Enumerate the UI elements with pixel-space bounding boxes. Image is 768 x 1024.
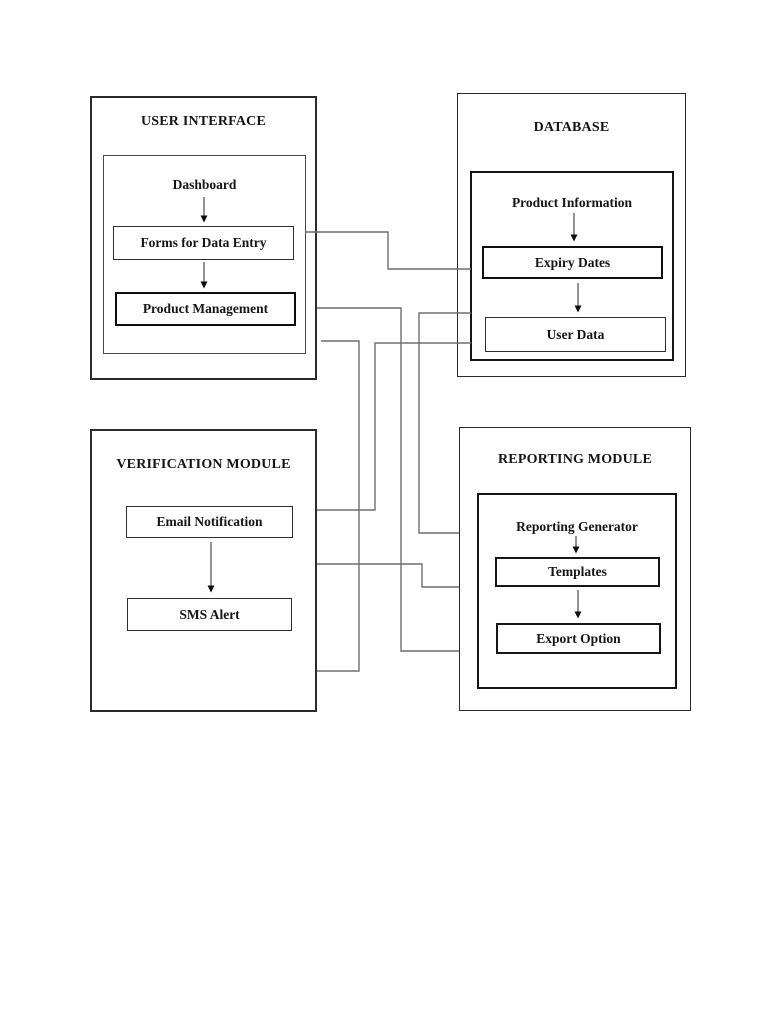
export-option-node: Export Option <box>496 623 661 654</box>
expiry-dates-node: Expiry Dates <box>482 246 663 279</box>
connector-user-interface-to-verification <box>317 340 360 672</box>
sms-alert-node: SMS Alert <box>127 598 292 631</box>
product-information-node: Product Information <box>511 195 633 210</box>
reporting-generator-node: Reporting Generator <box>516 519 638 534</box>
database-title: DATABASE <box>533 120 610 135</box>
email-notification-node: Email Notification <box>126 506 293 538</box>
user-interface-title: USER INTERFACE <box>140 114 267 129</box>
reporting-module-title: REPORTING MODULE <box>498 452 652 467</box>
verification-module-box: VERIFICATION MODULE <box>90 429 317 712</box>
forms-for-data-entry-node: Forms for Data Entry <box>113 226 294 260</box>
connector-forms-to-expiry-dates <box>305 231 471 270</box>
verification-module-title: VERIFICATION MODULE <box>116 457 291 472</box>
connector-product-management-to-export-option <box>317 307 459 652</box>
connector-verification-to-templates <box>317 563 459 588</box>
templates-node: Templates <box>495 557 660 587</box>
user-data-node: User Data <box>485 317 666 352</box>
product-management-node: Product Management <box>115 292 296 326</box>
dashboard-node: Dashboard <box>172 177 237 192</box>
reporting-inner-frame <box>477 493 677 689</box>
connector-user-data-to-email-notification <box>317 342 471 511</box>
